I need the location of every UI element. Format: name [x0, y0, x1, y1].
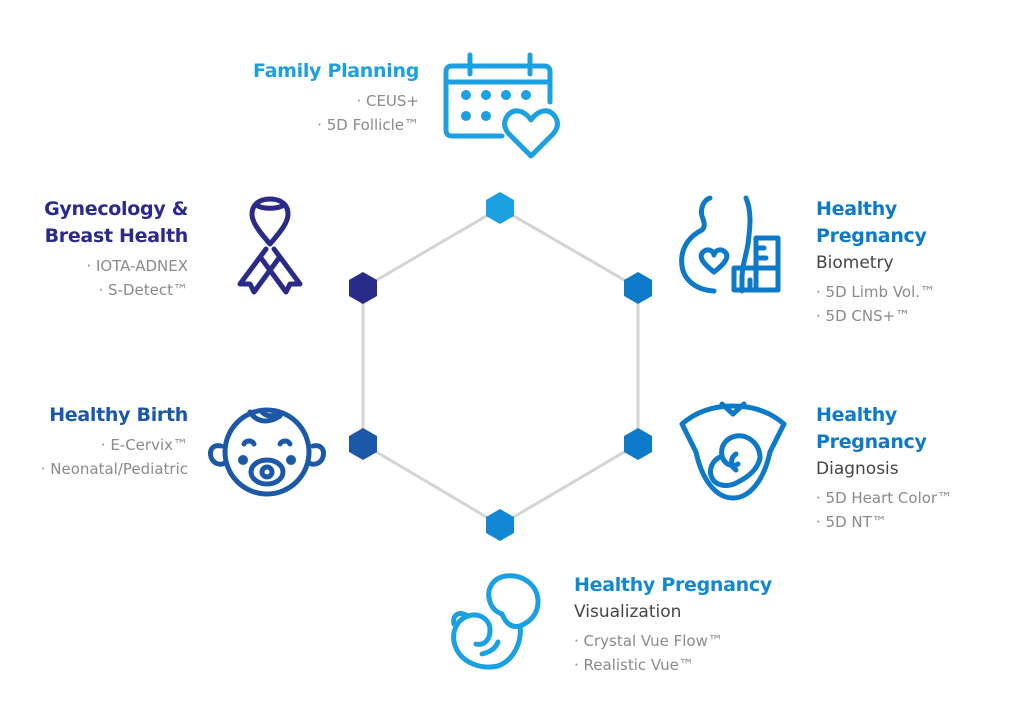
pregnancy-biometry-items: · 5D Limb Vol.™ · 5D CNS+™ — [816, 280, 935, 328]
pregnant-woman-ruler-icon — [679, 195, 781, 294]
hexagon-connectors — [361, 206, 640, 527]
list-item: · 5D CNS+™ — [816, 307, 911, 325]
connector-top-right — [499, 206, 639, 290]
ultrasound-fetus-icon — [679, 401, 787, 501]
gynecology-title-line2: Breast Health — [44, 225, 189, 247]
fetus-icon — [451, 573, 541, 670]
pregnancy-visualization-subtitle: Visualization — [574, 602, 682, 622]
baby-face-icon — [208, 407, 326, 497]
family-planning-items: · CEUS+ · 5D Follicle™ — [253, 89, 419, 137]
gynecology-items: · IOTA-ADNEX · S-Detect™ — [44, 254, 188, 302]
list-item: · Crystal Vue Flow™ — [574, 632, 723, 650]
pregnancy-biometry-subtitle: Biometry — [816, 253, 894, 273]
gynecology-block: Gynecology & Breast Health · IOTA-ADNEX … — [44, 196, 188, 302]
list-item: · E-Cervix™ — [100, 436, 188, 454]
pregnancy-biometry-title-line2: Pregnancy — [816, 225, 927, 247]
pregnancy-visualization-items: · Crystal Vue Flow™ · Realistic Vue™ — [574, 629, 772, 677]
node-top — [486, 192, 514, 224]
pregnancy-diagnosis-subtitle: Diagnosis — [816, 459, 899, 479]
list-item: · S-Detect™ — [98, 281, 189, 299]
awareness-ribbon-icon — [237, 196, 303, 295]
pregnancy-diagnosis-title-line2: Pregnancy — [816, 431, 927, 453]
pregnancy-visualization-title: Healthy Pregnancy — [574, 574, 772, 596]
pregnancy-visualization-block: Healthy Pregnancy Visualization · Crysta… — [574, 572, 772, 677]
node-bottom-right — [624, 428, 652, 460]
list-item: · 5D Heart Color™ — [816, 489, 953, 507]
gynecology-title-line1: Gynecology & — [44, 198, 188, 220]
connector-bottom-right — [499, 442, 639, 527]
healthy-birth-items: · E-Cervix™ · Neonatal/Pediatric — [41, 433, 188, 481]
node-bottom-left — [349, 428, 377, 460]
node-top-right — [624, 272, 652, 304]
family-planning-block: Family Planning · CEUS+ · 5D Follicle™ — [253, 58, 419, 137]
list-item: · CEUS+ — [356, 92, 419, 110]
pregnancy-diagnosis-title-line1: Healthy — [816, 404, 898, 426]
calendar-heart-icon — [443, 52, 560, 159]
healthy-birth-block: Healthy Birth · E-Cervix™ · Neonatal/Ped… — [41, 402, 189, 481]
list-item: · 5D Limb Vol.™ — [816, 283, 936, 301]
node-bottom — [486, 509, 514, 541]
list-item: · Neonatal/Pediatric — [40, 460, 188, 478]
family-planning-title: Family Planning — [253, 60, 419, 82]
list-item: · 5D NT™ — [816, 513, 887, 531]
connector-bottom-left — [362, 442, 501, 527]
hexagon-nodes — [349, 192, 652, 541]
connector-top-left — [362, 206, 501, 290]
list-item: · 5D Follicle™ — [317, 116, 419, 134]
node-top-left — [349, 272, 377, 304]
pregnancy-biometry-block: Healthy Pregnancy Biometry · 5D Limb Vol… — [816, 196, 935, 328]
healthy-birth-title: Healthy Birth — [49, 404, 188, 426]
list-item: · IOTA-ADNEX — [86, 257, 188, 275]
pregnancy-diagnosis-items: · 5D Heart Color™ · 5D NT™ — [816, 486, 952, 534]
pregnancy-biometry-title-line1: Healthy — [816, 198, 898, 220]
pregnancy-diagnosis-block: Healthy Pregnancy Diagnosis · 5D Heart C… — [816, 402, 952, 534]
list-item: · Realistic Vue™ — [574, 656, 694, 674]
